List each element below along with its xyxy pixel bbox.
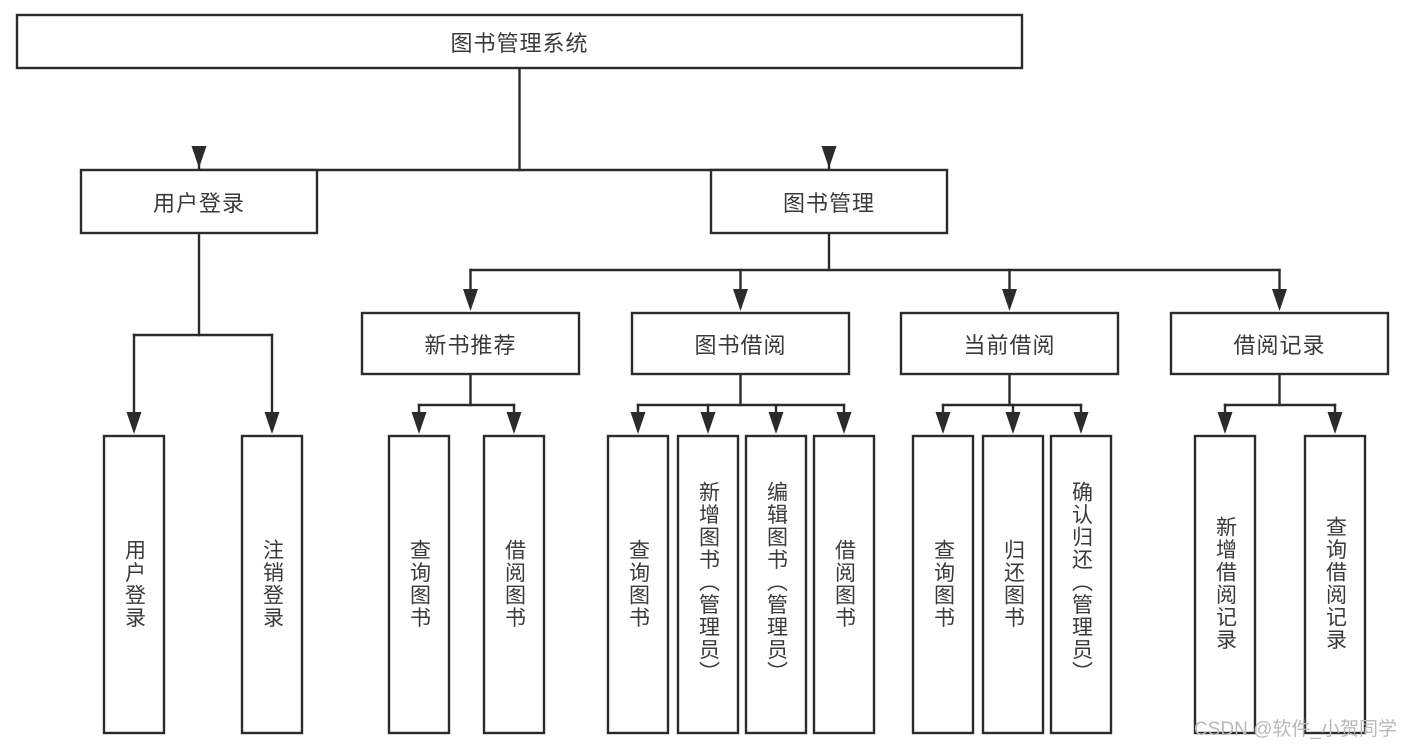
node-root[interactable] (15, 13, 1024, 70)
node-box-borrow-record[interactable] (1169, 311, 1390, 376)
node-borrow-record[interactable] (1169, 311, 1390, 376)
node-box-leaf-edit-book[interactable] (744, 434, 808, 735)
node-leaf-query-book-borrow[interactable] (606, 434, 670, 735)
node-box-leaf-query-book-current[interactable] (911, 434, 975, 735)
node-leaf-user-login[interactable] (102, 434, 166, 735)
node-box-leaf-query-book-borrow[interactable] (606, 434, 670, 735)
node-leaf-add-borrow-record[interactable] (1193, 434, 1257, 735)
node-box-leaf-borrow-book-recommend[interactable] (482, 434, 546, 735)
node-box-book-manage[interactable] (709, 168, 949, 235)
node-box-leaf-borrow-book[interactable] (812, 434, 876, 735)
node-box-book-borrow[interactable] (630, 311, 851, 376)
node-leaf-borrow-book-recommend[interactable] (482, 434, 546, 735)
node-box-leaf-query-borrow-record[interactable] (1303, 434, 1367, 735)
node-layer (15, 13, 1390, 735)
node-box-user-login[interactable] (79, 168, 319, 235)
node-current-borrow[interactable] (899, 311, 1120, 376)
node-leaf-return-book[interactable] (981, 434, 1045, 735)
node-leaf-add-book[interactable] (676, 434, 740, 735)
node-box-leaf-add-book[interactable] (676, 434, 740, 735)
node-book-borrow[interactable] (630, 311, 851, 376)
node-box-new-book-recommend[interactable] (360, 311, 581, 376)
node-leaf-query-book-current[interactable] (911, 434, 975, 735)
node-box-leaf-confirm-return[interactable] (1049, 434, 1113, 735)
node-box-current-borrow[interactable] (899, 311, 1120, 376)
node-new-book-recommend[interactable] (360, 311, 581, 376)
node-box-leaf-return-book[interactable] (981, 434, 1045, 735)
node-box-leaf-logout[interactable] (240, 434, 304, 735)
node-leaf-borrow-book[interactable] (812, 434, 876, 735)
node-leaf-logout[interactable] (240, 434, 304, 735)
node-box-leaf-query-book-recommend[interactable] (387, 434, 451, 735)
node-book-manage[interactable] (709, 168, 949, 235)
node-box-leaf-user-login[interactable] (102, 434, 166, 735)
node-box-leaf-add-borrow-record[interactable] (1193, 434, 1257, 735)
node-leaf-query-book-recommend[interactable] (387, 434, 451, 735)
node-user-login[interactable] (79, 168, 319, 235)
connector-layer (126, 66, 1343, 434)
node-leaf-edit-book[interactable] (744, 434, 808, 735)
node-leaf-confirm-return[interactable] (1049, 434, 1113, 735)
node-leaf-query-borrow-record[interactable] (1303, 434, 1367, 735)
node-box-root[interactable] (15, 13, 1024, 70)
